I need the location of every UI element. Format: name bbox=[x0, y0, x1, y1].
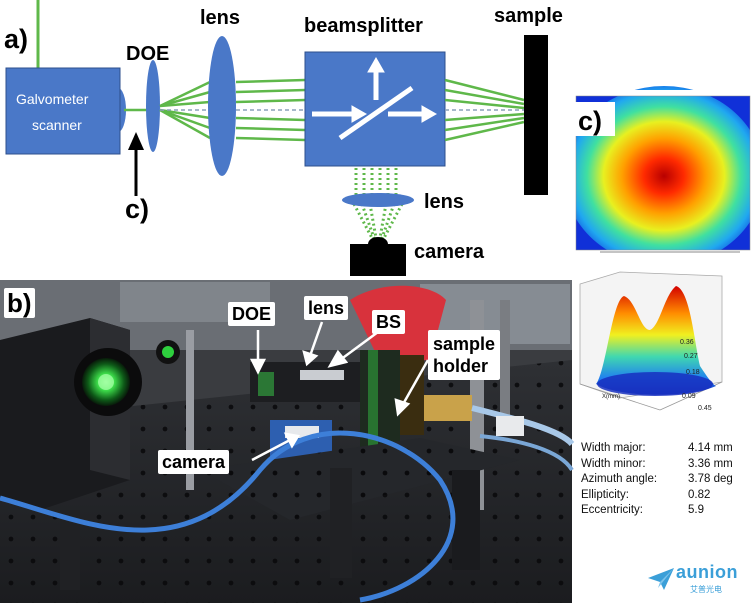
brand-plane-icon bbox=[648, 568, 674, 590]
camera-label: camera bbox=[414, 241, 485, 263]
plot3d-tick-1: 0.36 bbox=[680, 339, 694, 346]
schematic-panel: a) Galvometer scanner DOE lens beamsplit… bbox=[4, 0, 563, 276]
lens-element-top bbox=[208, 36, 236, 176]
measurement-row: Width major:4.14 mm bbox=[581, 442, 733, 454]
lens-label-bottom: lens bbox=[424, 191, 464, 213]
photo-pointer-lines bbox=[249, 321, 430, 462]
beamsplitter-diagonal bbox=[338, 85, 414, 141]
sample-label: sample bbox=[494, 5, 563, 27]
plot3d-tick-2: 0.27 bbox=[684, 353, 698, 360]
profile-label-bg bbox=[573, 102, 615, 136]
galvo-label-line1: Galvometer bbox=[16, 91, 89, 107]
measurement-row: Eccentricity:5.9 bbox=[581, 504, 704, 517]
beam-dotted-down bbox=[352, 168, 404, 239]
galvo-label-line2: scanner bbox=[32, 117, 82, 133]
beamsplitter-label: beamsplitter bbox=[304, 15, 423, 37]
beam-profile-3d-panel: 0.36 0.27 0.18 0.09 0.45 X(mm) bbox=[579, 271, 723, 412]
measurement-row: Azimuth angle:3.78 deg bbox=[581, 473, 733, 486]
galvo-scanner-box bbox=[5, 67, 121, 155]
beam-fan-3 bbox=[235, 78, 306, 142]
photo-tag-holder-line: holder bbox=[433, 356, 489, 376]
photo-tag-doe: DOE bbox=[228, 302, 276, 326]
beam-fan-2 bbox=[159, 80, 211, 140]
setup-photo-panel bbox=[0, 280, 575, 603]
plot3d-tick-5: 0.45 bbox=[698, 405, 712, 412]
panel-label-a: a) bbox=[4, 24, 28, 54]
photo-tag-camera: camera bbox=[158, 450, 230, 474]
plot3d-surface bbox=[596, 286, 716, 395]
photo-tag-sample-line: sample bbox=[433, 334, 496, 354]
measurement-table: Width major:4.14 mm Width minor:3.36 mm … bbox=[581, 441, 753, 519]
photo-blue-fiber bbox=[0, 430, 456, 603]
lens-element-bottom bbox=[342, 193, 414, 207]
measurement-row: Ellipticity:0.82 bbox=[581, 488, 711, 501]
c-pointer-arrow-head bbox=[128, 132, 144, 150]
doe-label: DOE bbox=[126, 43, 169, 65]
c-arrow-label: c) bbox=[125, 194, 149, 224]
brand-subtitle: 艾普光电 bbox=[690, 585, 722, 594]
plot3d-tick-4: 0.09 bbox=[682, 393, 696, 400]
photo-tag-sample-holder: sample holder bbox=[428, 330, 501, 380]
sample-block bbox=[524, 35, 548, 195]
beamsplitter-arrows bbox=[312, 56, 438, 123]
beam-profile-2d-panel: c) bbox=[560, 86, 756, 280]
plot3d-axis-label: X(mm) bbox=[602, 394, 620, 400]
lens-label-top: lens bbox=[200, 7, 240, 29]
photo-sample-holder bbox=[424, 395, 472, 421]
photo-tag-lens: lens bbox=[304, 296, 349, 320]
measurement-row: Width minor:3.36 mm bbox=[581, 457, 733, 470]
photo-tag-bs: BS bbox=[372, 310, 406, 334]
camera-body bbox=[350, 244, 406, 276]
panel-label-b: b) bbox=[4, 288, 35, 318]
panel-label-c: c) bbox=[578, 106, 602, 136]
brand-watermark: aunion 艾普光电 bbox=[646, 560, 754, 600]
doe-element bbox=[146, 60, 160, 152]
beam-fan-4 bbox=[444, 78, 525, 142]
plot3d-tick-3: 0.18 bbox=[686, 369, 700, 376]
brand-name: aunion bbox=[676, 562, 738, 582]
